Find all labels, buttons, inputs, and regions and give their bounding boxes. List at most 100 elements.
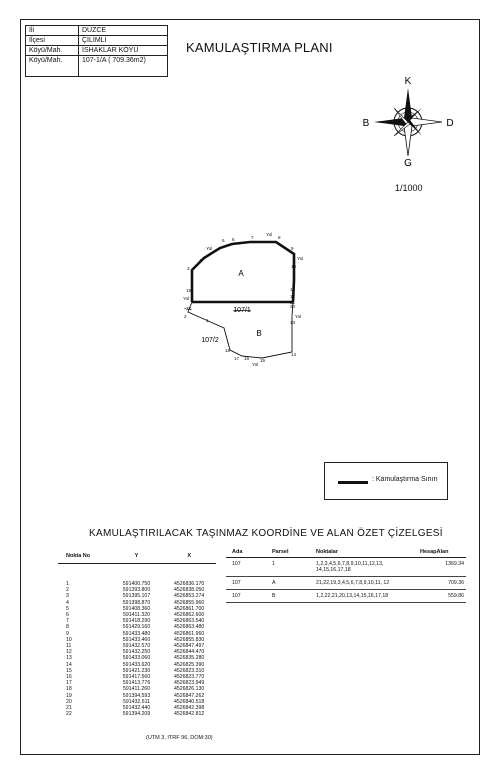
point-label: 2 xyxy=(184,314,187,319)
area-cell: B xyxy=(270,589,314,603)
coord-cell: 4526861.700 xyxy=(174,605,205,612)
point-label: 1 xyxy=(206,318,209,323)
area-header: Parsel xyxy=(270,547,314,558)
coord-cell: 8 xyxy=(66,624,69,631)
compass-east-label: D xyxy=(446,118,453,129)
coord-cell: 591433.460 xyxy=(122,636,151,643)
coord-cell: 10 xyxy=(66,636,72,643)
info-value: DÜZCE xyxy=(78,25,168,36)
parcel-107-1-label: 107/1 xyxy=(233,307,251,314)
coord-cell: 591400.750 xyxy=(122,581,151,587)
coord-cell: 591395.107 xyxy=(122,593,151,600)
coord-cell: 4526847.262 xyxy=(174,692,205,699)
table-row: 6 591411.320 4526862.600 xyxy=(58,612,216,618)
coord-cell: 4526823.949 xyxy=(174,680,205,687)
coord-cell: 20 xyxy=(66,698,72,705)
coord-cell: 4526861.960 xyxy=(174,630,205,637)
coord-cell: 4526862.600 xyxy=(174,612,205,619)
coord-cell: 591398.870 xyxy=(122,599,151,606)
compass-rose-icon: K G D B xyxy=(363,76,454,166)
coord-cell: 9 xyxy=(66,630,69,637)
coord-header: Nokta No xyxy=(58,551,111,564)
parcel-107-2-label: 107/2 xyxy=(201,337,219,344)
expropriation-boundary-upper xyxy=(190,240,296,303)
table-row: 22 591394.209 4526842.812 xyxy=(58,711,216,717)
coord-cell: 4526842.812 xyxy=(174,711,205,718)
area-cell: 1,2,22,21,20,13,14,15,16,17,18 xyxy=(314,589,418,603)
coord-cell: 11 xyxy=(66,643,72,650)
area-cell: 559.86 xyxy=(418,589,466,603)
point-label: 4 xyxy=(199,258,202,263)
road-label: Yol xyxy=(183,296,189,301)
coord-cell: 591411.320 xyxy=(122,612,151,619)
coord-cell: 591417.560 xyxy=(122,674,151,681)
legend-box: : Kamulaştırma Sınırı xyxy=(324,462,448,500)
point-label: 13 xyxy=(290,320,296,325)
coord-cell: 4526863.540 xyxy=(174,618,205,625)
legend-text: : Kamulaştırma Sınırı xyxy=(372,476,438,483)
coord-cell: 591432.250 xyxy=(122,649,151,656)
coord-cell: 6 xyxy=(66,612,69,619)
area-cell: 21,22,19,3,4,5,6,7,8,9,10,11, 12 xyxy=(314,576,418,590)
road-label: Yol xyxy=(252,362,258,367)
table-row: 17 591413.776 4526823.949 xyxy=(58,680,216,686)
compass-south-label: G xyxy=(404,158,412,166)
compass-north-label: K xyxy=(405,76,412,87)
coord-header: X xyxy=(162,551,216,564)
road-edge-line xyxy=(183,307,193,311)
coord-cell: 3 xyxy=(66,593,69,600)
parcel-a-label: A xyxy=(238,269,244,278)
table-row: 7 591418.290 4526863.540 xyxy=(58,618,216,624)
point-label: 11 xyxy=(290,287,295,292)
compass-west-label: B xyxy=(363,118,370,129)
parcel-plan: A B 107/1 107/2 1 2 3 4 5 6 7 8 9 10 11 … xyxy=(183,232,303,367)
area-cell: 107 xyxy=(226,589,270,603)
map-scale: 1/1000 xyxy=(395,183,423,193)
coord-cell: 17 xyxy=(66,680,72,687)
area-header: Noktalar xyxy=(314,547,418,558)
coord-cell: 16 xyxy=(66,674,72,681)
sheet-frame xyxy=(20,19,480,755)
coord-cell: 591429.160 xyxy=(122,624,151,631)
projection-footnote: (UTM 3, ITRF 96, DOM:30) xyxy=(146,735,213,741)
coord-cell: 21 xyxy=(66,705,72,712)
info-label: İlçesi xyxy=(25,35,79,46)
coord-cell: 7 xyxy=(66,618,69,625)
coord-cell: 2 xyxy=(66,587,69,594)
page-title: KAMULAŞTIRMA PLANI xyxy=(186,40,333,55)
table-row: 3 591395.107 4526853.274 xyxy=(58,593,216,599)
area-cell: 107 xyxy=(226,557,270,577)
coord-cell: 591393.800 xyxy=(122,587,151,594)
area-cell: A xyxy=(270,576,314,590)
coord-header: Y xyxy=(110,551,163,564)
coord-cell: 591394.209 xyxy=(122,711,151,718)
info-value: ÇİLİMLİ xyxy=(78,35,168,46)
coord-cell: 591413.776 xyxy=(122,680,151,687)
point-label: 10 xyxy=(291,264,297,269)
coord-cell: 591421.230 xyxy=(122,667,151,674)
coord-cell: 4526853.274 xyxy=(174,593,205,600)
point-label: 14 xyxy=(291,352,297,357)
point-label: 18 xyxy=(225,348,231,353)
coord-cell: 591432.611 xyxy=(122,698,151,705)
coord-cell: 22 xyxy=(66,711,72,718)
coord-cell: 13 xyxy=(66,655,72,662)
coord-cell: 591418.290 xyxy=(122,618,151,625)
point-label: 6 xyxy=(232,237,235,242)
